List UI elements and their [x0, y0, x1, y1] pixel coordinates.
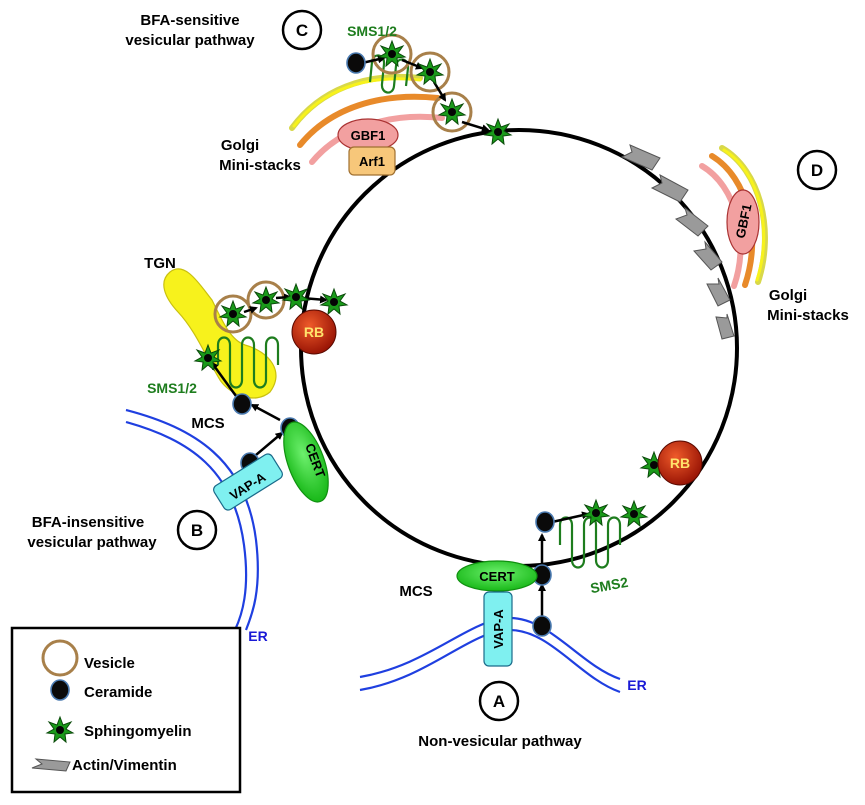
rb-right-shape: [657, 440, 703, 486]
ceramide: [532, 615, 552, 637]
actin-vimentin-filaments: [620, 144, 735, 340]
rb-right-label: RB: [670, 455, 690, 471]
golgi-right-label-line2: Mini-stacks: [767, 307, 849, 324]
vesicles: [213, 33, 473, 334]
bfa-sensitive-label-line1: BFA-sensitive: [140, 12, 239, 29]
sms12-left-shape: [216, 336, 280, 389]
sms12-left-label: SMS1/2: [147, 380, 197, 396]
svg-text:D: D: [811, 161, 823, 180]
vesicle: [371, 33, 413, 75]
er-membrane-left: [125, 408, 259, 631]
svg-text:A: A: [493, 692, 505, 711]
sphingomyelin: [218, 299, 248, 328]
actin-vimentin-icon: [31, 758, 71, 772]
cert-left-shape: [283, 421, 329, 503]
legend-label-vesicle: Vesicle: [84, 655, 135, 672]
bfa-sensitive-label-line2: vesicular pathway: [125, 32, 255, 49]
er-bottom-label: ER: [627, 677, 646, 693]
sms2-shape: [558, 516, 622, 569]
tgn-shape: [163, 268, 277, 399]
sms2-label: SMS2: [589, 574, 630, 596]
ceramide: [232, 393, 252, 415]
marker-b: B: [176, 509, 218, 551]
legend-label-actin-vimentin: Actin/Vimentin: [72, 757, 177, 774]
er-left-label: ER: [248, 628, 267, 644]
sphingomyelin: [377, 39, 407, 68]
sphingomyelin: [415, 57, 445, 86]
sms12-top-label: SMS1/2: [347, 23, 397, 39]
bfa-insensitive-label-line2: vesicular pathway: [27, 534, 157, 551]
svg-text:B: B: [191, 521, 203, 540]
mcs-left-label: MCS: [191, 415, 224, 432]
rb-left-shape: [291, 309, 337, 355]
arf1-shape: [348, 146, 396, 176]
golgi-right-label-line1: Golgi: [769, 287, 807, 304]
sphingomyelin: [281, 282, 311, 311]
cert-bottom-shape: [456, 560, 538, 592]
sphingomyelin: [251, 285, 281, 314]
sphingomyelin-molecules: [193, 39, 669, 528]
legend: Vesicle Ceramide Sphingomyelin Actin/Vim…: [10, 626, 242, 794]
legend-label-ceramide: Ceramide: [84, 684, 152, 701]
ceramide: [535, 511, 555, 533]
tgn-label: TGN: [144, 255, 176, 272]
sphingomyelin: [483, 117, 513, 146]
vapa-left-shape: [213, 453, 283, 511]
mcs-bottom-label: MCS: [399, 583, 432, 600]
gbf1-right-shape: [726, 189, 760, 255]
sphingomyelin: [581, 498, 611, 527]
ceramide-icon: [50, 679, 70, 701]
sphingomyelin: [193, 343, 223, 372]
vapa-bottom-label: VAP-A: [491, 609, 506, 649]
cert-bottom-label: CERT: [479, 569, 514, 584]
marker-d: D: [796, 149, 838, 191]
vapa-bottom-shape: [483, 591, 513, 667]
sphingomyelin: [437, 97, 467, 126]
svg-text:C: C: [296, 21, 308, 40]
vesicle: [409, 51, 451, 93]
sphingomyelin-icon: [45, 715, 75, 744]
marker-c: C: [281, 9, 323, 51]
sphingomyelin: [619, 499, 649, 528]
golgi-left-label-line2: Mini-stacks: [219, 157, 301, 174]
marker-a: A: [478, 680, 520, 722]
sphingomyelin: [319, 287, 349, 316]
legend-label-sphingomyelin: Sphingomyelin: [84, 723, 192, 740]
ceramide: [346, 52, 366, 74]
rb-left-label: RB: [304, 324, 324, 340]
arf1-label: Arf1: [359, 154, 385, 169]
gbf1-right-label: GBF1: [733, 203, 755, 240]
golgi-left-label-line1: Golgi: [221, 137, 259, 154]
vesicle: [431, 91, 473, 133]
bfa-insensitive-label-line1: BFA-insensitive: [32, 514, 145, 531]
vesicle: [213, 294, 253, 334]
gbf1-top-label: GBF1: [351, 128, 386, 143]
non-vesicular-label: Non-vesicular pathway: [418, 733, 582, 750]
vesicle-icon: [41, 639, 79, 677]
